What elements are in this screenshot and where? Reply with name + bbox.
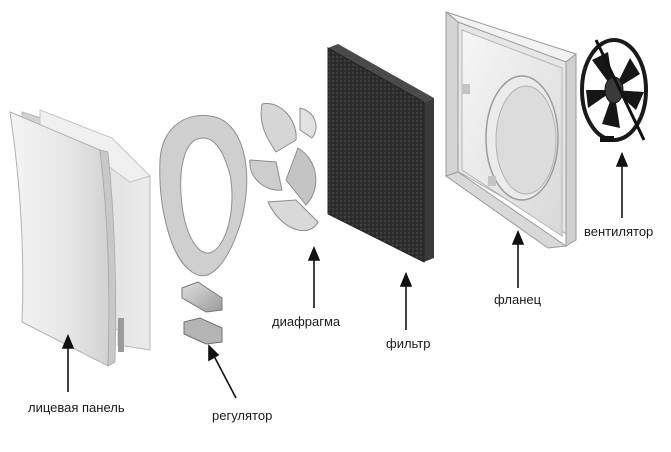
label-filter: фильтр — [386, 336, 431, 351]
flange-clip-2 — [488, 176, 496, 186]
face-panel — [9, 109, 151, 367]
diaphragm-petal-4 — [267, 199, 319, 232]
filter-side — [328, 44, 434, 102]
diaphragm-ring — [159, 114, 248, 277]
fan-mount — [600, 136, 614, 142]
label-regulator: регулятор — [212, 408, 273, 423]
arrow-filter — [399, 271, 413, 330]
diaphragm-petal-5 — [299, 107, 317, 139]
arrow-regulator — [208, 344, 237, 399]
diaphragm-petal-1 — [260, 103, 297, 153]
pointer-arrows — [61, 151, 629, 399]
face-panel-front — [9, 111, 110, 367]
filter — [327, 44, 434, 263]
diaphragm-petal-2 — [249, 159, 283, 191]
filter-body — [327, 47, 425, 263]
flange-bottom — [444, 171, 568, 249]
diaphragm-ring-shape — [159, 114, 248, 277]
regulator-knob — [183, 317, 223, 345]
face-panel-slot — [118, 318, 124, 352]
regulator — [181, 281, 223, 345]
flange-face — [445, 10, 459, 177]
label-face-panel: лицевая панель — [28, 400, 125, 415]
filter-edge — [424, 98, 434, 262]
label-diaphragm: диафрагма — [272, 314, 341, 329]
diaphragm-petal-3 — [285, 147, 317, 206]
flange-right — [565, 52, 577, 247]
face-panel-edge — [99, 149, 117, 367]
fan-bracket — [594, 39, 646, 141]
arrow-face-panel — [61, 333, 75, 392]
flange-clip-1 — [462, 84, 470, 94]
flange — [444, 10, 578, 249]
arrow-flange — [511, 229, 525, 288]
label-flange: фланец — [494, 292, 542, 307]
arrow-diaphragm — [307, 245, 321, 308]
label-fan: вентилятор — [584, 224, 654, 239]
fan — [580, 38, 648, 142]
regulator-slider — [181, 281, 223, 313]
diaphragm-petals — [249, 103, 319, 232]
flange-collar — [495, 85, 557, 195]
arrow-fan — [615, 151, 629, 218]
